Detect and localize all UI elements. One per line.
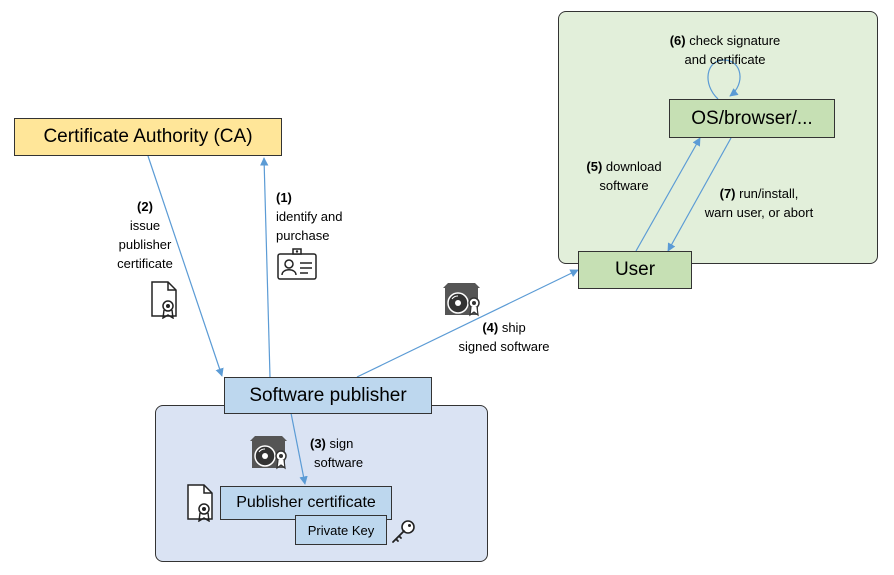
- publisher-label: Software publisher: [249, 384, 407, 406]
- private-key-node[interactable]: Private Key: [295, 515, 387, 545]
- step-6-label: (6) check signature and certificate: [669, 33, 781, 67]
- certificate-icon: [151, 281, 177, 319]
- arrow-download-software: [635, 137, 701, 252]
- ca-label: Certificate Authority (CA): [43, 126, 253, 147]
- arrow-check-signature-loop: [707, 59, 741, 100]
- step-3-label: (3) sign software: [310, 436, 364, 470]
- publisher-certificate-label: Publisher certificate: [236, 494, 376, 511]
- software-publisher-node[interactable]: Software publisher: [224, 377, 432, 414]
- arrow-issue-certificate: [147, 155, 224, 377]
- user-label: User: [614, 259, 656, 280]
- arrow-ship-software: [356, 269, 579, 378]
- certificate-icon-small: [187, 484, 213, 522]
- os-browser-node[interactable]: OS/browser/...: [669, 99, 835, 138]
- software-package-icon-small: [250, 436, 287, 470]
- step-7-label: (7) run/install, warn user, or abort: [704, 186, 814, 220]
- step-2-label: (2) issue publisher certificate: [117, 199, 173, 271]
- certificate-authority-node[interactable]: Certificate Authority (CA): [14, 118, 282, 156]
- private-key-label: Private Key: [307, 522, 375, 538]
- key-icon: [392, 520, 415, 543]
- publisher-certificate-node[interactable]: Publisher certificate: [220, 486, 392, 520]
- arrow-identify-purchase: [260, 157, 271, 378]
- step-1-label: (1) identify and purchase: [276, 190, 343, 243]
- arrow-sign-software: [290, 412, 308, 485]
- os-browser-label: OS/browser/...: [691, 107, 813, 129]
- id-card-icon: [277, 248, 317, 280]
- user-node[interactable]: User: [578, 251, 692, 289]
- step-4-label: (4) ship signed software: [458, 320, 550, 354]
- step-5-label: (5) download software: [586, 159, 662, 193]
- arrow-run-install: [667, 137, 732, 252]
- software-package-icon: [443, 283, 480, 317]
